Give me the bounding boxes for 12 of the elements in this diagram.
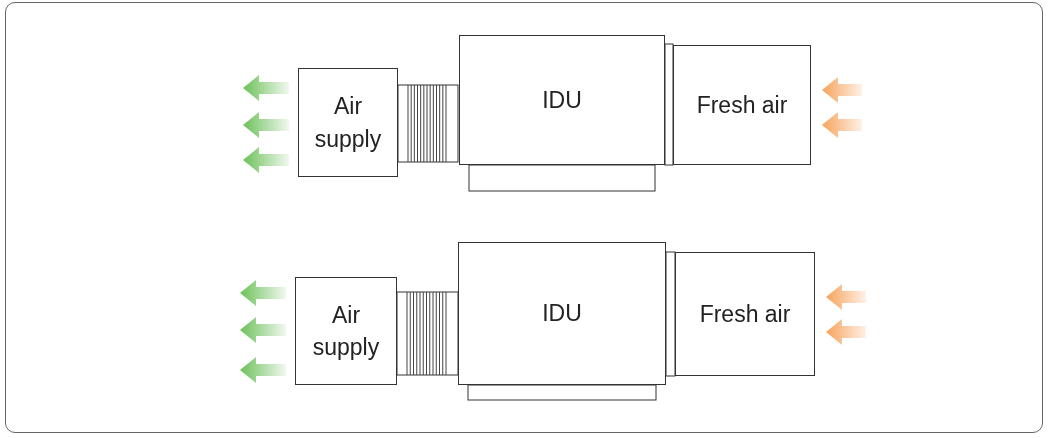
unit-label: Air supply: [311, 300, 381, 362]
unit-label: Fresh air: [696, 90, 788, 120]
unit-box: [295, 277, 397, 385]
unit-label: IDU: [542, 299, 582, 329]
unit-label: Fresh air: [699, 299, 791, 329]
unit-box: [298, 68, 398, 177]
unit-box: [675, 252, 815, 376]
unit-box: [673, 45, 811, 165]
unit-label: Air supply: [313, 92, 383, 154]
unit-box: [458, 242, 666, 385]
unit-label: IDU: [542, 85, 582, 115]
unit-box: [459, 35, 665, 165]
